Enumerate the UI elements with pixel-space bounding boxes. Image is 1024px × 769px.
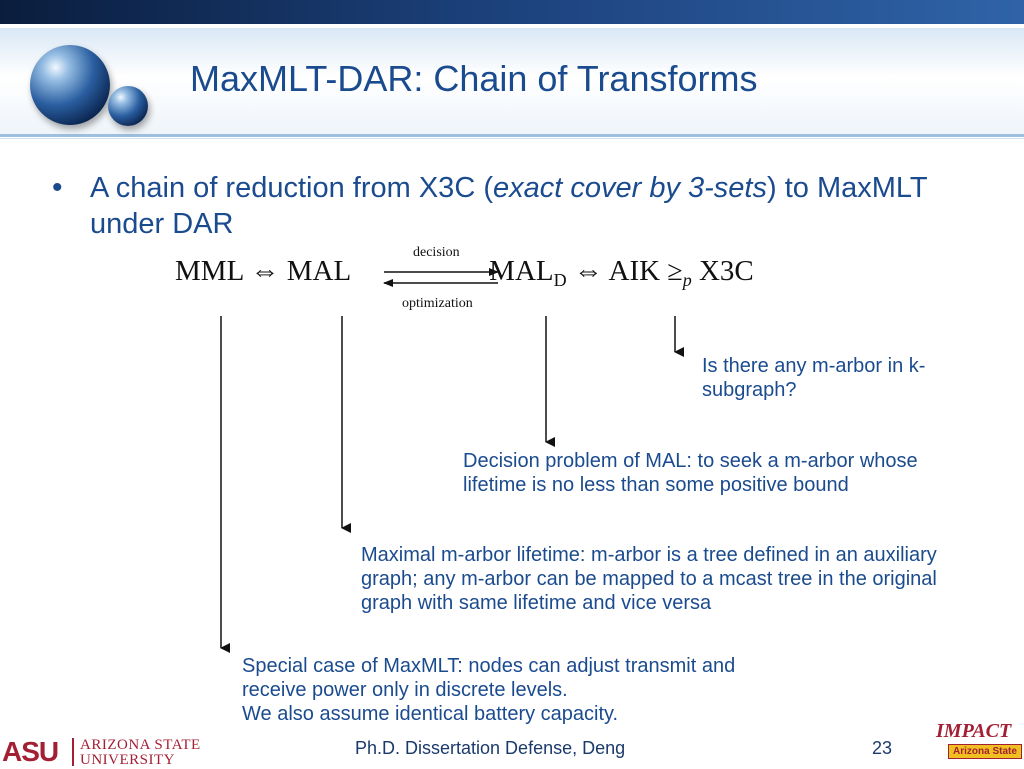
mml-annotation: Special case of MaxMLT: nodes can adjust… [242,654,762,726]
asu-logo: ASU ARIZONA STATE UNIVERSITY [2,734,202,768]
formula-aik: AIK [608,255,661,287]
formula-mal-d-sub: D [553,270,567,290]
impact-logo: IMPACT Arizona State [936,720,1022,764]
bullet-text-start: A chain of reduction from X3C ( [90,172,493,204]
bullet-text: A chain of reduction from X3C (exact cov… [90,170,970,242]
mml-annotation-line-1: Special case of MaxMLT: nodes can adjust… [242,655,736,701]
formula-mml: MML [175,255,244,287]
asu-name-line-1: ARIZONA STATE [80,737,201,753]
globe-logo-icon [30,45,110,125]
small-globe-icon [108,86,148,126]
formula-equiv-1: ⇔ [250,255,280,287]
asu-name-line-2: UNIVERSITY [80,752,175,768]
formula-mal: MAL [286,255,352,287]
formula-reduces: ≥ [667,256,683,287]
slide-title: MaxMLT-DAR: Chain of Transforms [190,58,758,99]
header-rule [0,134,1024,137]
bullet-text-end: ) to MaxMLT under DAR [90,172,928,240]
formula-equiv-2: ⇔ [573,255,603,287]
page-number: 23 [872,738,893,758]
decision-label: decision [413,245,460,260]
bullet-text-italic: exact cover by 3-sets [492,172,767,204]
asu-separator [72,738,74,766]
formula-reduces-sub: p [682,270,692,290]
mal-d-annotation: Decision problem of MAL: to seek a m-arb… [463,450,918,496]
mal-annotation: Maximal m-arbor lifetime: m-arbor is a t… [361,544,937,614]
bullet-marker: • [52,171,63,204]
header-top-bar [0,0,1024,24]
slide-header [0,28,1024,136]
impact-logo-text: IMPACT [936,720,1012,742]
footer-text: Ph.D. Dissertation Defense, Deng [355,738,626,758]
mml-annotation-line-2: We also assume identical battery capacit… [242,703,619,725]
formula-mal-d: MAL [489,255,554,287]
aik-annotation: Is there any m-arbor in k-subgraph? [702,355,926,401]
formula-x3c: X3C [698,255,754,287]
asu-mark: ASU [2,736,59,767]
impact-logo-subtext: Arizona State [948,744,1022,759]
header-rule-thin [0,138,1024,139]
optimization-label: optimization [402,296,473,311]
